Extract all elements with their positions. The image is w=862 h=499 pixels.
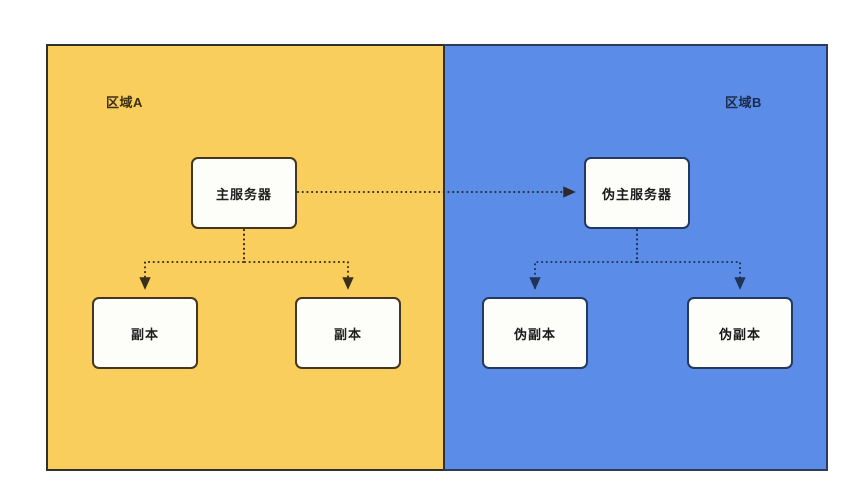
- region-a-label: 区域A: [106, 95, 143, 110]
- node-master[interactable]: 主服务器: [191, 157, 297, 229]
- region-b-label: 区域B: [725, 95, 762, 110]
- node-pseudo-master-label: 伪主服务器: [601, 186, 672, 202]
- node-master-label: 主服务器: [215, 186, 272, 202]
- node-pseudo-replica-2[interactable]: 伪副本: [687, 297, 793, 369]
- node-pseudo-replica-1[interactable]: 伪副本: [482, 297, 588, 369]
- node-pseudo-replica-2-label: 伪副本: [718, 326, 761, 342]
- node-replica-2-label: 副本: [333, 326, 362, 342]
- region-b-container[interactable]: [443, 44, 828, 471]
- node-pseudo-replica-1-label: 伪副本: [513, 326, 556, 342]
- node-replica-2[interactable]: 副本: [295, 297, 401, 369]
- node-replica-1-label: 副本: [130, 326, 159, 342]
- node-replica-1[interactable]: 副本: [92, 297, 198, 369]
- node-pseudo-master[interactable]: 伪主服务器: [584, 157, 690, 229]
